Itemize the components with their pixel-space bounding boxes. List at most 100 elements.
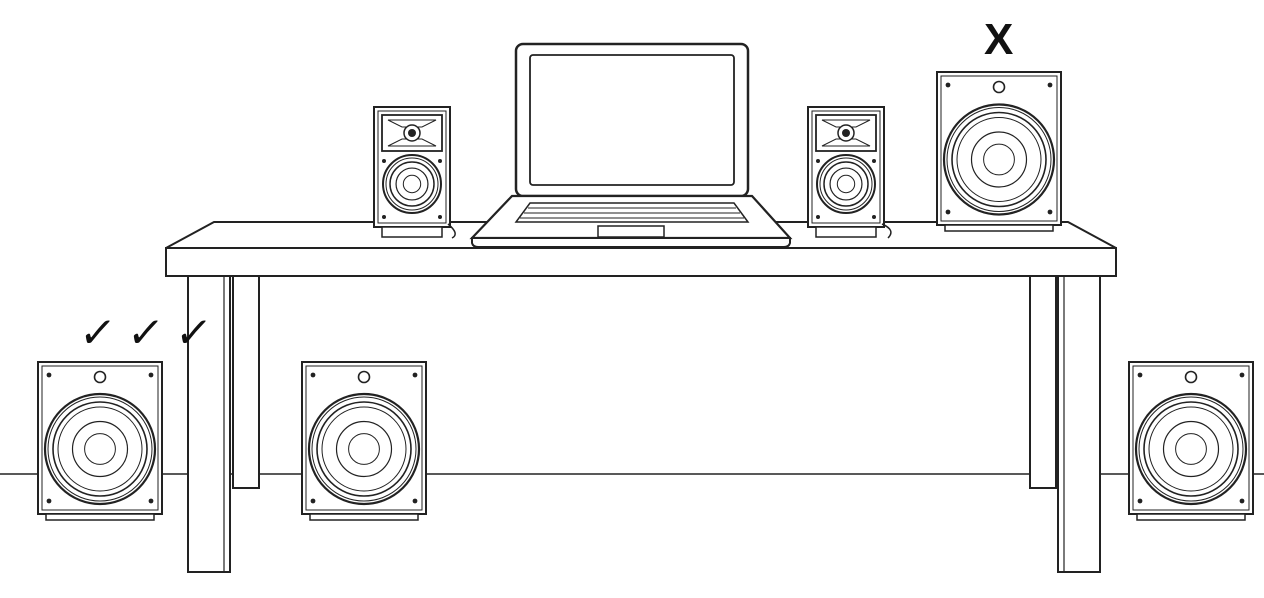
woofer-ring	[311, 396, 417, 502]
checkmark-icon: ✓	[124, 308, 167, 357]
bookshelf-cabinet-inner	[811, 110, 881, 224]
woofer-ring	[819, 157, 873, 211]
woofer-ring	[1138, 396, 1244, 502]
bookshelf-stand	[381, 226, 443, 238]
screw	[872, 159, 876, 163]
subwoofer-floor-under-desk	[301, 361, 427, 521]
woofer-ring	[395, 167, 429, 201]
checkmark-icon: ✓	[76, 308, 119, 357]
subwoofer-cabinet	[1128, 361, 1254, 515]
woofer-ring	[321, 406, 407, 492]
screw	[1137, 498, 1143, 504]
subwoofer-on-desk	[936, 71, 1062, 232]
subwoofer-foot	[45, 513, 155, 521]
woofer-ring	[983, 143, 1015, 176]
woofer-ring	[402, 174, 422, 194]
screw	[945, 82, 951, 88]
bookshelf-speaker-right	[807, 106, 885, 238]
woofer-ring	[52, 401, 148, 497]
screw	[1047, 209, 1053, 215]
subwoofer-cabinet-inner	[305, 365, 423, 511]
woofer-ring	[84, 433, 116, 465]
x-mark-icon: X	[984, 15, 1014, 64]
screw	[438, 159, 442, 163]
tweeter-center	[408, 129, 416, 137]
horn-flare	[387, 119, 437, 128]
screw	[816, 215, 820, 219]
screw	[148, 498, 154, 504]
laptop-base-front	[471, 237, 791, 248]
woofer-ring	[946, 107, 1052, 212]
screw	[412, 372, 418, 378]
table-leg-front-right	[1057, 275, 1101, 573]
woofer-ring	[57, 406, 143, 492]
horn-flare	[821, 138, 871, 147]
screw	[46, 498, 52, 504]
table-leg-front-left	[187, 275, 231, 573]
woofer-ring	[836, 174, 856, 194]
subwoofer-cabinet-inner	[1132, 365, 1250, 511]
table-leg-back-left	[232, 275, 260, 489]
subwoofer-port	[1184, 370, 1198, 384]
screw	[1047, 82, 1053, 88]
subwoofer-port	[93, 370, 107, 384]
subwoofer-cabinet-inner	[940, 75, 1058, 222]
screw	[945, 209, 951, 215]
woofer-ring	[829, 167, 863, 201]
subwoofer-cabinet-inner	[41, 365, 159, 511]
subwoofer-floor-left	[37, 361, 163, 521]
screw	[1239, 372, 1245, 378]
woofer-ring	[816, 154, 876, 214]
checkmark-icon: ✓	[172, 308, 215, 357]
subwoofer-foot	[309, 513, 419, 521]
subwoofer-cabinet	[37, 361, 163, 515]
woofer-ring	[942, 103, 1056, 216]
woofer-ring	[823, 161, 869, 207]
woofer-ring	[307, 392, 421, 506]
laptop	[469, 42, 793, 248]
horn-flare	[821, 119, 871, 128]
bookshelf-speaker-left	[373, 106, 451, 238]
bookshelf-cabinet-inner	[377, 110, 447, 224]
subwoofer-floor-right	[1128, 361, 1254, 521]
table-top-edge	[165, 247, 1117, 277]
woofer-ring	[970, 131, 1028, 188]
woofer-ring	[389, 161, 435, 207]
woofer-ring	[385, 157, 439, 211]
woofer-ring	[1148, 406, 1234, 492]
speakers-group	[37, 71, 1254, 521]
woofer-ring	[1143, 401, 1239, 497]
screw	[412, 498, 418, 504]
screw	[148, 372, 154, 378]
screw	[872, 215, 876, 219]
woofer-ring	[316, 401, 412, 497]
subwoofer-cabinet	[301, 361, 427, 515]
woofer-ring	[382, 154, 442, 214]
subwoofer-foot	[1136, 513, 1246, 521]
screw	[382, 215, 386, 219]
woofer-ring	[47, 396, 153, 502]
bookshelf-stand	[815, 226, 877, 238]
speaker-cable	[881, 223, 892, 239]
laptop-screen	[529, 54, 735, 186]
table-leg-back-right	[1029, 275, 1057, 489]
woofer-ring	[348, 433, 380, 465]
woofer-ring	[956, 117, 1042, 202]
subwoofer-foot	[944, 224, 1054, 232]
woofer-ring	[71, 420, 129, 478]
tweeter-center	[842, 129, 850, 137]
screw	[816, 159, 820, 163]
woofer-ring	[1134, 392, 1248, 506]
laptop-trackpad	[597, 225, 665, 238]
screw	[1137, 372, 1143, 378]
screw	[46, 372, 52, 378]
woofer-ring	[1162, 420, 1220, 478]
screw	[310, 498, 316, 504]
subwoofer-port	[357, 370, 371, 384]
woofer-ring	[1175, 433, 1207, 465]
screw	[1239, 498, 1245, 504]
screw	[438, 215, 442, 219]
screw	[310, 372, 316, 378]
